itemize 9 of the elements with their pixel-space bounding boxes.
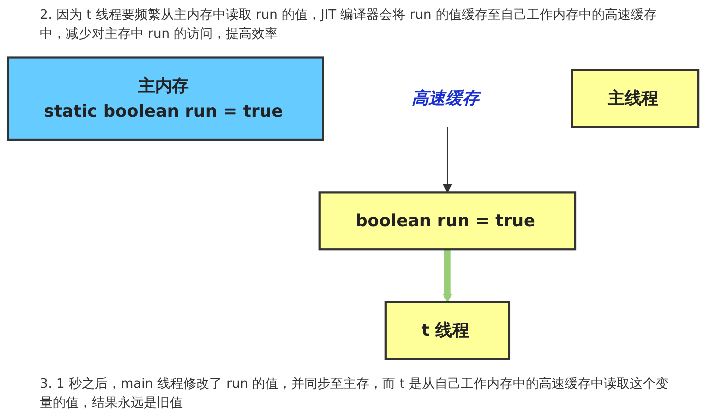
note-text: 3. 1 秒之后，main 线程修改了 run 的值，并同步至主存，而 t 是从自己工作内存中的高速缓存中读取这个变量的值，结果永远是旧值: [40, 376, 670, 413]
node-box: t 线程: [384, 301, 511, 360]
node-box: 主内存 static boolean run = true: [7, 56, 324, 142]
arrow: [443, 250, 452, 303]
node-text: 高速缓存: [412, 88, 480, 108]
note-text: 2. 因为 t 线程要频繁从主内存中读取 run 的值，JIT 编译器会将 run 的值缓存至自己工作内存中的高速缓存中，减少对主存中 run 的访问，提高效率: [40, 7, 658, 44]
node-box: boolean run = true: [318, 192, 577, 251]
node-box: 主线程: [571, 69, 700, 128]
arrow: [443, 127, 452, 194]
